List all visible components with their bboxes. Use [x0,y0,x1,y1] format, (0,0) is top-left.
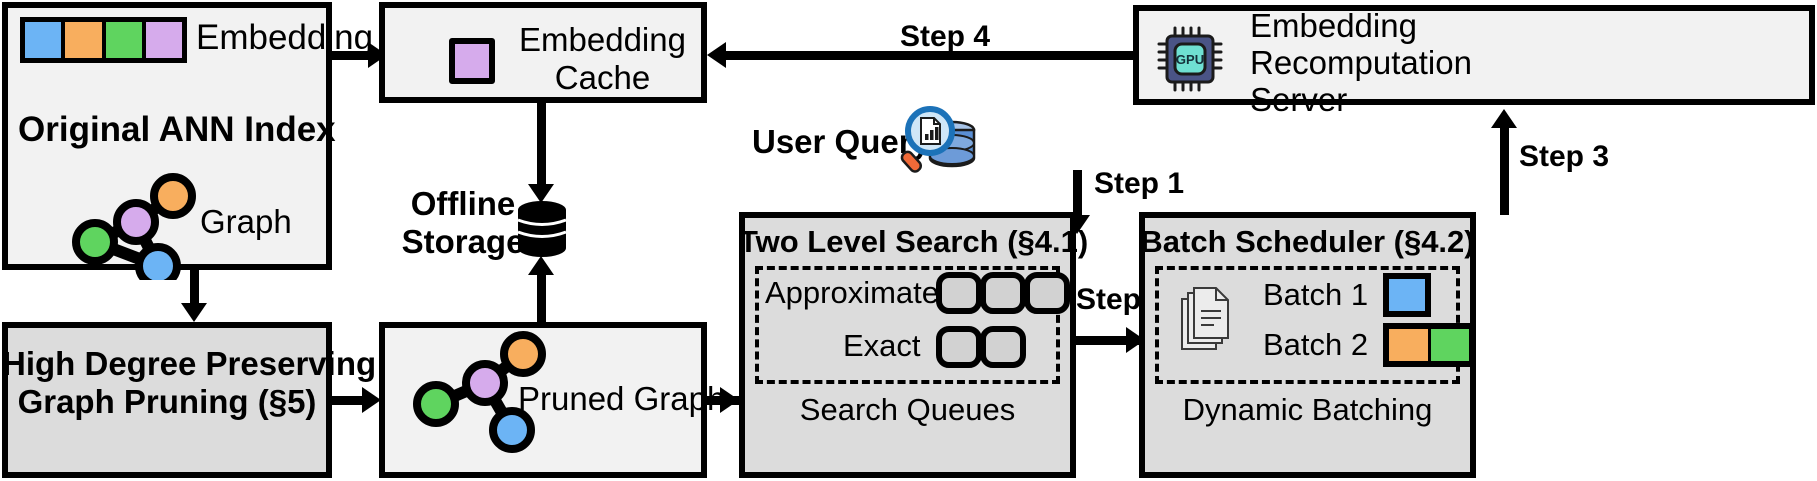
query-search-database-icon [900,103,980,179]
recomputation-server-line1: Embedding [1250,7,1417,44]
step3-label: Step 3 [1519,140,1610,173]
connector-index-to-pruning-arrowhead [181,303,207,322]
batch-2-swatches [1383,323,1475,367]
graph-pruning-title: High Degree Preserving Graph Pruning (§5… [2,345,377,422]
embedding-swatch-icon [449,38,495,84]
gpu-chip-icon: GPU [1157,26,1223,92]
connector-pruned-to-storage [537,272,546,322]
approximate-queue-slot-2[interactable] [980,272,1026,314]
approximate-queue-slot-1[interactable] [936,272,982,314]
exact-queue-slot-1[interactable] [936,326,982,368]
recomputation-server-title: Embedding Recomputation Server [1250,7,1472,119]
connector-index-to-cache [332,51,374,60]
exact-row-label: Exact [843,328,921,363]
batch-2-label: Batch 2 [1263,327,1369,362]
recomputation-server-line2: Recomputation [1250,43,1472,81]
user-query-label: User Query [752,123,930,160]
connector-server-to-cache [724,51,1133,60]
connector-index-to-pruning [190,270,199,308]
two-level-search-title: Two Level Search (§4.1) [739,224,1089,259]
embedding-label: Embedding [196,18,374,57]
embedding-swatch-green [105,22,142,58]
connector-server-to-cache-arrowhead [707,42,726,68]
batch-1-label: Batch 1 [1263,277,1369,312]
embedding-cache-line1: Embedding [519,21,686,58]
approximate-queue-slot-3[interactable] [1024,272,1070,314]
database-cylinder-icon [513,200,571,258]
graph-pruning-line2: Graph Pruning (§5) [17,383,317,421]
gpu-chip-text: GPU [1176,52,1204,67]
pruned-graph-label: Pruned Graph [518,380,726,417]
offline-storage-line2: Storage [401,223,525,261]
batch-1-swatches [1383,273,1431,317]
offline-storage-line1: Offline [410,185,516,222]
embedding-swatch-purple [145,22,182,58]
search-queues-group [755,266,1060,384]
exact-queue-slot-2[interactable] [980,326,1026,368]
embedding-color-strip [20,17,187,63]
connector-pruning-to-pruned-arrowhead [362,387,381,413]
connector-cache-to-storage [537,103,546,190]
approximate-row-label: Approximate [765,275,940,310]
embedding-cache-line2: Cache [554,59,651,97]
original-ann-index-title: Original ANN Index [18,110,336,149]
step4-label: Step 4 [900,20,991,53]
graph-label: Graph [200,203,292,240]
original-graph-icon [32,160,222,289]
box-embedding-cache[interactable] [379,2,707,103]
embedding-swatch-blue [25,22,62,58]
batch-scheduler-title: Batch Scheduler (§4.2) [1140,224,1475,259]
connector-search-to-scheduler [1076,336,1146,345]
connector-scheduler-to-server-arrowhead [1491,109,1517,128]
connector-pruning-to-pruned [332,396,368,405]
offline-storage-label: Offline Storage [398,185,528,262]
connector-pruned-to-storage-arrowhead [528,256,554,275]
search-queues-footer: Search Queues [799,392,1016,427]
box-graph-pruning[interactable] [2,322,332,478]
pruned-graph-icon [395,330,570,470]
batch-2-swatch-orange [1389,329,1428,361]
embedding-swatch-orange [65,22,102,58]
connector-query-to-search [1073,170,1082,222]
batch-2-swatch-green [1430,329,1469,361]
embedding-cache-title: Embedding Cache [505,21,700,98]
connector-scheduler-to-server [1500,125,1509,215]
documents-stack-icon [1178,285,1234,353]
batch-1-swatch-blue [1389,279,1425,311]
box-recomputation-server[interactable] [1133,5,1815,105]
connector-pruned-to-search-arrowhead [720,387,739,413]
recomputation-server-line3: Server [1250,80,1348,118]
graph-pruning-line1: High Degree Preserving [2,345,377,382]
dynamic-batching-footer: Dynamic Batching [1182,392,1433,427]
step1-label: Step 1 [1094,167,1185,200]
connector-cache-to-storage-arrowhead [528,184,554,203]
